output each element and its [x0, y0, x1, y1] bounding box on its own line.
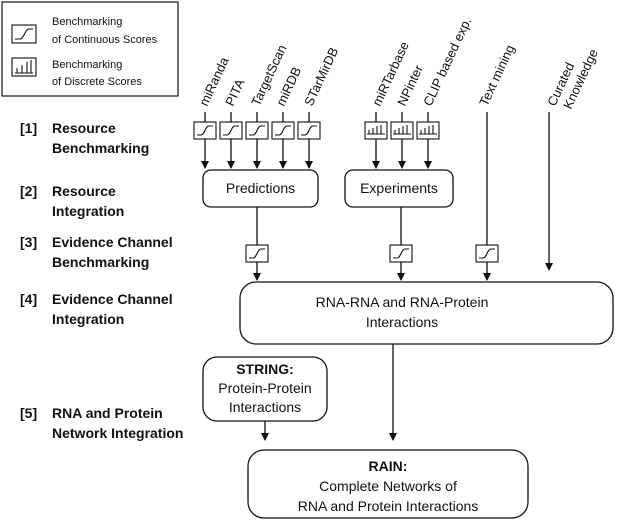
- discrete-score-icon: [364, 121, 388, 140]
- rain-box: RAIN: Complete Networks of RNA and Prote…: [247, 449, 529, 519]
- stage-2-label-line1: Resource: [52, 183, 116, 199]
- experiments-label: Experiments: [360, 180, 438, 196]
- stage-5-arrows: [261, 344, 397, 441]
- interactions-label-line1: RNA-RNA and RNA-Protein: [316, 294, 489, 310]
- stage-3-arrows: [253, 262, 491, 281]
- legend: Benchmarking of Continuous Scores Benchm…: [1, 1, 179, 97]
- continuous-score-icon: [271, 121, 295, 140]
- predictions-box: Predictions: [202, 169, 319, 208]
- rain-label-line1: Complete Networks of: [319, 478, 457, 494]
- continuous-score-icon: [475, 244, 499, 263]
- continuous-score-icon: [219, 121, 243, 140]
- legend-continuous-line1: Benchmarking: [52, 16, 122, 28]
- continuous-score-icon: [389, 244, 413, 263]
- interactions-label-line2: Interactions: [366, 314, 438, 330]
- stage-4-label-line1: Evidence Channel: [52, 291, 173, 307]
- stage-1-benchmark-icons: [193, 121, 440, 140]
- interactions-box: RNA-RNA and RNA-Protein Interactions: [239, 281, 614, 345]
- stage-1-arrows: [201, 139, 432, 169]
- string-label-line2: Interactions: [229, 399, 301, 415]
- stage-4-number: [4]: [20, 291, 37, 307]
- stage-2-label-line2: Integration: [52, 203, 124, 219]
- source-lines: [204, 112, 429, 122]
- stage-5-label-line1: RNA and Protein: [52, 405, 163, 421]
- stage-1-label-line2: Benchmarking: [52, 140, 149, 156]
- stage-3-benchmark-icons: [245, 244, 499, 263]
- discrete-score-icon: [390, 121, 414, 140]
- legend-frame: [1, 1, 179, 97]
- stage-5-label-line2: Network Integration: [52, 425, 183, 441]
- string-label-line1: Protein-Protein: [218, 380, 311, 396]
- source-label-text-mining: Text mining: [476, 42, 517, 108]
- stage-4-label-line2: Integration: [52, 311, 124, 327]
- stage-1-number: [1]: [20, 120, 37, 136]
- stage-5-number: [5]: [20, 405, 37, 421]
- discrete-score-icon: [416, 121, 440, 140]
- continuous-score-icon: [193, 121, 217, 140]
- legend-continuous-line2: of Continuous Scores: [52, 34, 158, 46]
- continuous-score-icon: [245, 121, 269, 140]
- legend-discrete-line1: Benchmarking: [52, 59, 122, 71]
- stage-2-connectors: [256, 112, 553, 271]
- stage-3-label-line1: Evidence Channel: [52, 234, 173, 250]
- experiments-box: Experiments: [344, 169, 454, 208]
- continuous-score-icon: [245, 244, 269, 263]
- discrete-score-icon: [11, 57, 37, 77]
- predictions-label: Predictions: [226, 180, 295, 196]
- source-labels: miRanda PITA TargetScan miRDB STarMirDB …: [196, 15, 601, 111]
- string-title: STRING:: [236, 361, 294, 377]
- stage-3-number: [3]: [20, 234, 37, 250]
- continuous-score-icon: [297, 121, 321, 140]
- continuous-score-icon: [11, 24, 37, 44]
- stage-2-number: [2]: [20, 183, 37, 199]
- source-label-starmirdb: STarMirDB: [301, 45, 341, 108]
- rain-label-line2: RNA and Protein Interactions: [298, 498, 479, 514]
- source-label-clip: CLIP based exp.: [420, 15, 474, 108]
- stage-labels: [1] Resource Benchmarking [2] Resource I…: [20, 120, 183, 441]
- stage-1-label-line1: Resource: [52, 120, 116, 136]
- legend-discrete-line2: of Discrete Scores: [52, 76, 142, 88]
- stage-3-label-line2: Benchmarking: [52, 254, 149, 270]
- source-label-pita: PITA: [222, 76, 248, 108]
- rain-title: RAIN:: [369, 458, 408, 474]
- string-box: STRING: Protein-Protein Interactions: [202, 356, 328, 422]
